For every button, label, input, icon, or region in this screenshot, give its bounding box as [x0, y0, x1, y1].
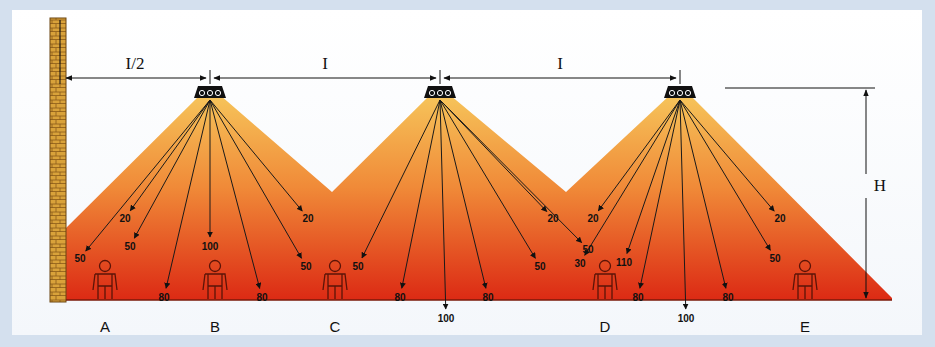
ray	[130, 100, 210, 211]
ray	[585, 100, 680, 255]
ray	[440, 100, 446, 309]
panel	[12, 10, 922, 335]
dimension-label: I	[557, 54, 563, 74]
position-letter: B	[210, 318, 220, 335]
ray	[210, 100, 211, 237]
heaters	[194, 86, 696, 98]
intensity-value: 80	[393, 292, 406, 303]
intensity-value: 80	[157, 292, 170, 303]
ray	[440, 100, 486, 288]
intensity-value: 110	[615, 257, 633, 268]
intensity-value: 20	[546, 213, 559, 224]
ray	[680, 100, 770, 250]
position-letter: D	[600, 318, 611, 335]
dimension-label: I/2	[126, 54, 145, 74]
person	[323, 261, 347, 300]
intensity-value: 20	[586, 213, 599, 224]
ray	[134, 100, 210, 238]
ray	[362, 100, 440, 258]
intensity-value: 30	[573, 258, 586, 269]
ray	[640, 100, 680, 288]
person	[793, 261, 817, 300]
intensity-value: 50	[351, 261, 364, 272]
rays	[86, 100, 774, 309]
person	[93, 261, 117, 300]
ray	[210, 100, 301, 258]
dimensions	[60, 20, 875, 298]
ray	[402, 100, 440, 288]
heat-cone	[66, 95, 892, 300]
ray	[210, 100, 302, 211]
intensity-value: 50	[581, 244, 594, 255]
heater	[424, 86, 456, 98]
intensity-value: 20	[773, 213, 786, 224]
intensity-value: 80	[631, 292, 644, 303]
intensity-value: 50	[768, 253, 781, 264]
ray	[440, 100, 582, 243]
ray	[680, 100, 774, 211]
ray	[210, 100, 260, 288]
position-letter: A	[100, 318, 110, 335]
position-letter: E	[800, 318, 810, 335]
people	[93, 261, 817, 300]
intensity-value: 80	[721, 292, 734, 303]
person	[593, 261, 617, 300]
intensity-value: 20	[118, 213, 131, 224]
heater	[664, 86, 696, 98]
ray	[166, 100, 210, 288]
intensity-value: 50	[533, 261, 546, 272]
intensity-value: 20	[301, 213, 314, 224]
intensity-value: 80	[255, 292, 268, 303]
ray	[627, 100, 680, 253]
ray	[440, 100, 535, 258]
intensity-value: 100	[201, 241, 220, 252]
dimension-label: H	[874, 176, 886, 196]
position-letter: C	[330, 318, 341, 335]
heater	[194, 86, 226, 98]
intensity-value: 100	[677, 313, 696, 324]
intensity-value: 50	[123, 241, 136, 252]
wall	[50, 18, 66, 302]
intensity-value: 50	[73, 253, 86, 264]
person	[203, 261, 227, 300]
floor	[66, 299, 892, 301]
ray	[680, 100, 726, 288]
intensity-value: 100	[437, 313, 456, 324]
intensity-value: 80	[481, 292, 494, 303]
ray	[86, 100, 210, 251]
intensity-value: 50	[299, 261, 312, 272]
dimension-label: I	[322, 54, 328, 74]
ray	[680, 100, 686, 309]
